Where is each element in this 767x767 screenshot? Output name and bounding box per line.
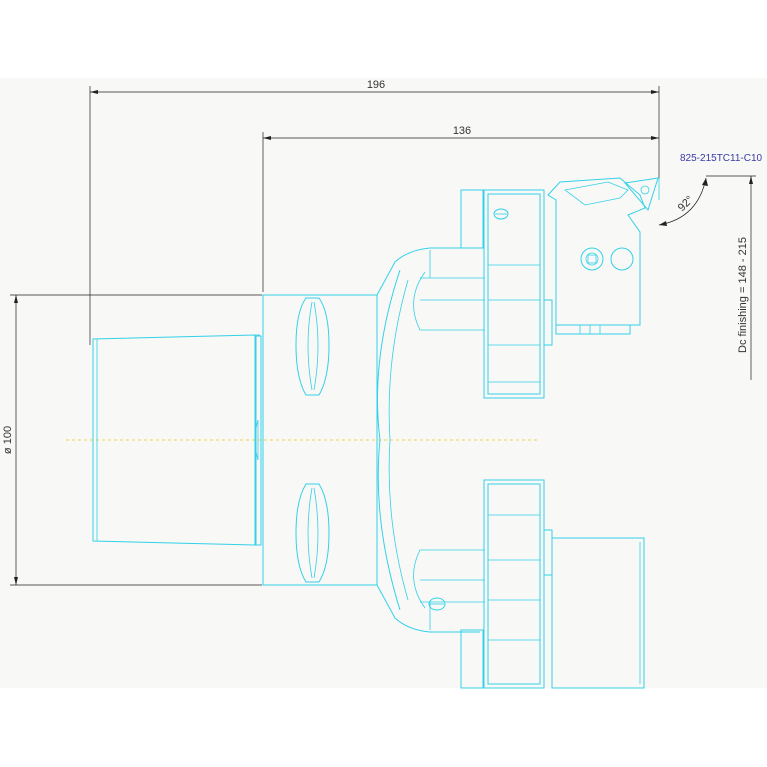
dimension-overall-length: 196 xyxy=(89,79,660,345)
tool-length-label: 136 xyxy=(453,125,471,137)
lower-slide xyxy=(428,479,645,689)
screw-head-lower xyxy=(428,597,446,611)
dimension-diameter: ø 100 xyxy=(2,294,262,586)
dimension-tool-length: 136 xyxy=(262,125,659,292)
insert-part-number: 825-215TC11-C10 xyxy=(680,153,763,164)
overall-length-label: 196 xyxy=(367,79,385,91)
tool-shank xyxy=(92,334,262,546)
coupling-flange xyxy=(262,294,378,586)
diameter-label: ø 100 xyxy=(2,426,14,454)
cutting-insert xyxy=(624,177,660,212)
upper-slide xyxy=(460,189,553,399)
insert-cartridge xyxy=(547,177,646,335)
adjust-screw xyxy=(580,247,604,271)
locking-screw xyxy=(610,247,634,271)
screw-head-upper xyxy=(493,208,509,220)
dimension-dc-finishing: Dc finishing = 148 - 215 xyxy=(706,175,756,380)
drawing-sheet xyxy=(0,78,767,688)
body-transition xyxy=(376,247,485,633)
dc-finishing-label: Dc finishing = 148 - 215 xyxy=(737,237,749,353)
